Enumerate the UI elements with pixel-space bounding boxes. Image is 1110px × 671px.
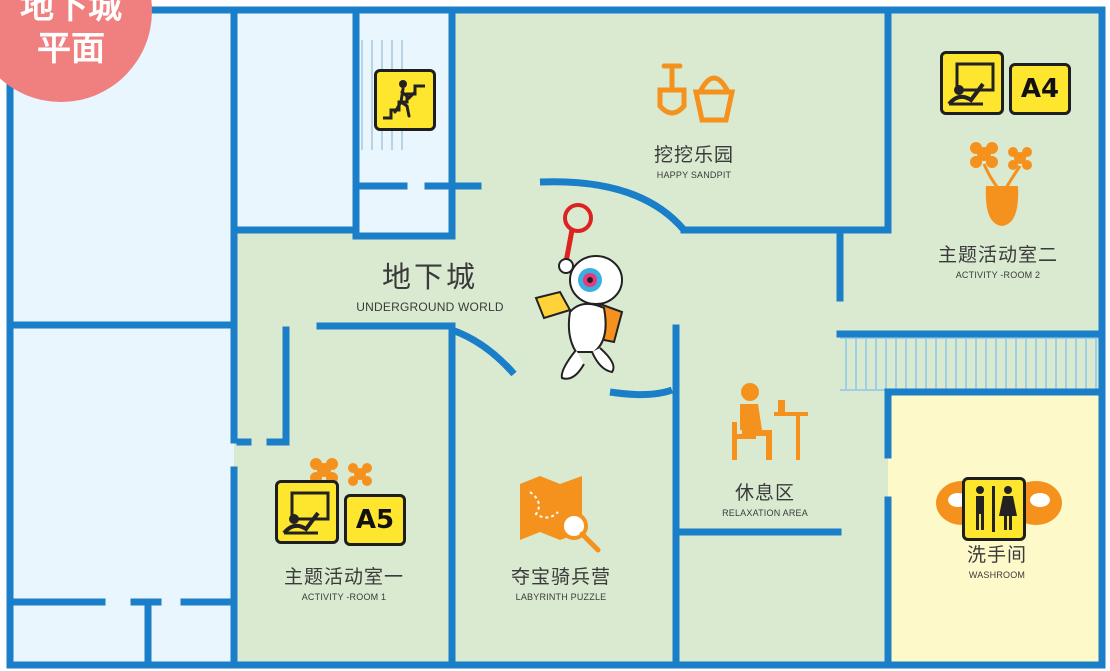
presentation-badge-a4 (940, 51, 1004, 115)
sand-bucket-icon (657, 63, 736, 123)
curved-walls (450, 178, 687, 399)
top-small-room (234, 10, 356, 230)
presentation-icon (282, 491, 330, 535)
presentation-icon (947, 62, 995, 106)
walls (6, 6, 1106, 669)
stairs-badge (374, 69, 436, 131)
presentation-badge-a5 (275, 480, 339, 544)
activity-room-2-label: 主题活动室二 ACTIVITY -ROOM 2 (937, 244, 1058, 280)
left-rooms-area (10, 10, 234, 665)
washroom-label: 洗手间 WASHROOM (966, 544, 1027, 580)
restroom-badge (962, 477, 1026, 541)
treasure-map-icon (520, 476, 601, 553)
room-code-a4: A4 (1009, 63, 1071, 115)
room-code-a5: A5 (344, 494, 406, 546)
restroom-icon (976, 486, 1017, 532)
stairs-icon (383, 80, 425, 120)
mascot-explorer-icon (534, 203, 624, 380)
map-title: 地下城 平面 (20, 0, 122, 69)
relaxation-area-label: 休息区 RELAXATION AREA (722, 482, 808, 518)
activity-room-1-label: 主题活动室一 ACTIVITY -ROOM 1 (283, 566, 404, 602)
cafe-person-icon (732, 383, 808, 460)
flower-icon (310, 458, 372, 486)
underground-world-label: 地下城 UNDERGROUND WORLD (356, 260, 504, 314)
flower-vase-icon (970, 142, 1032, 226)
labyrinth-label: 夺宝骑兵营 LABYRINTH PUZZLE (510, 566, 611, 602)
sandpit-label: 挖挖乐园 HAPPY SANDPIT (653, 144, 734, 180)
